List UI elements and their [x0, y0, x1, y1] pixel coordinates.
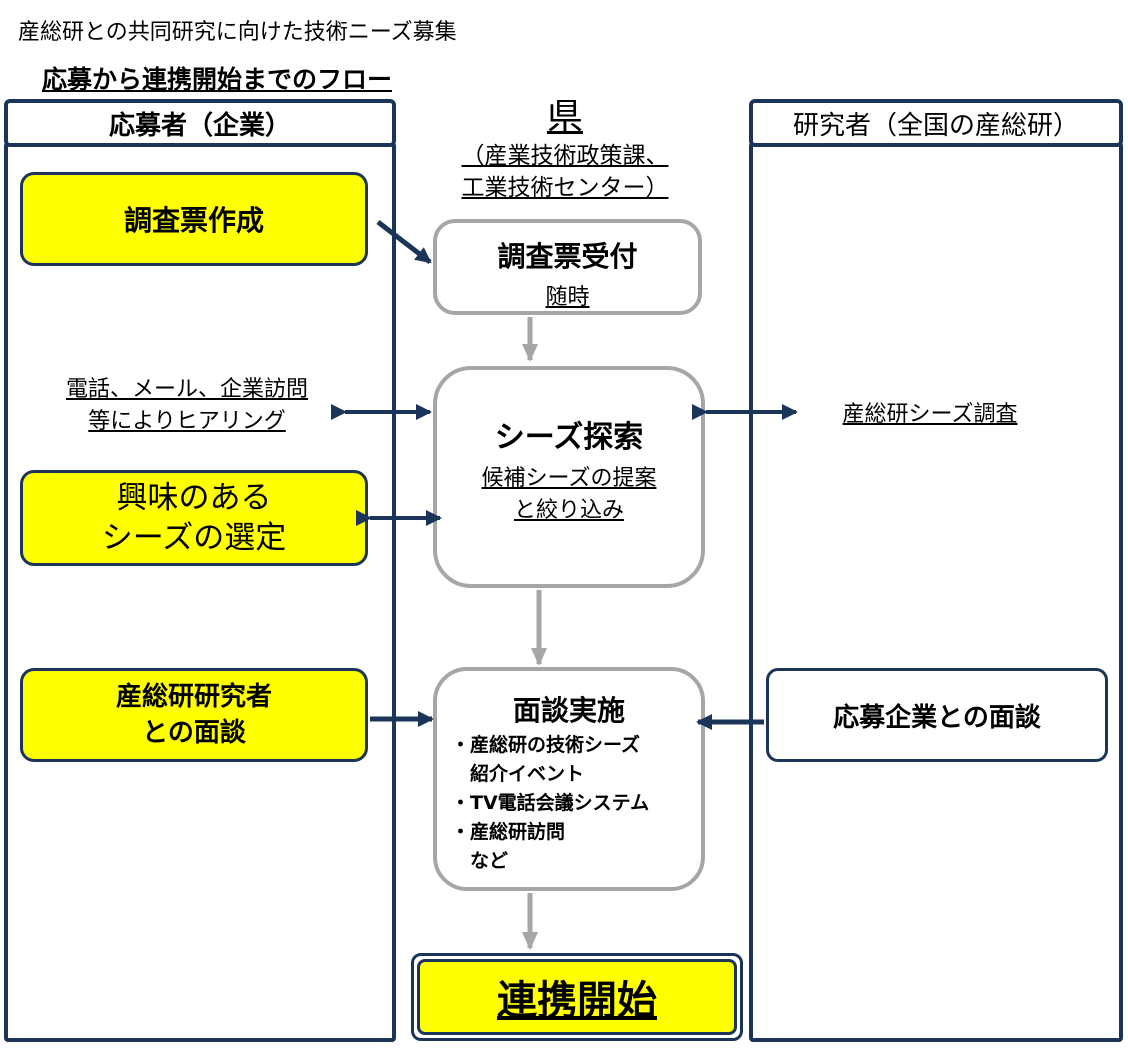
survey-receipt-title: 調査票受付 — [497, 240, 638, 273]
meeting-box: 面談実施 ・産総研の技術シーズ 紹介イベント ・TV電話会議システム ・産総研訪… — [433, 667, 705, 891]
meeting-method-item: ・産総研の技術シーズ — [451, 734, 641, 756]
collaboration-start-outer — [411, 953, 743, 1041]
seed-exploration-sub1: 候補シーズの提案 — [481, 466, 657, 491]
prefecture-title: 県 — [546, 97, 583, 138]
seed-selection-box: 興味のある シーズの選定 — [20, 470, 368, 566]
survey-receipt-box: 調査票受付 随時 — [433, 219, 702, 315]
meeting-title: 面談実施 — [512, 694, 625, 727]
prefecture-lane-header: 県 （産業技術政策課、 工業技術センター） — [440, 96, 690, 204]
survey-creation-box: 調査票作成 — [20, 172, 368, 266]
page-title: 産総研との共同研究に向けた技術ニーズ募集 — [18, 20, 457, 45]
seed-selection-line1: 興味のある — [116, 480, 272, 516]
seed-exploration-sub2: と絞り込み — [513, 498, 624, 523]
aist-meeting-box: 産総研研究者 との面談 — [20, 668, 368, 762]
seed-selection-line2: シーズの選定 — [101, 520, 287, 556]
meeting-method-item: ・TV電話会議システム — [451, 792, 650, 814]
hearing-note: 電話、メール、企業訪問 等によりヒアリング — [65, 377, 308, 434]
aist-seed-survey-note: 産総研シーズ調査 — [842, 402, 1018, 427]
meeting-methods-list: ・産総研の技術シーズ 紹介イベント ・TV電話会議システム ・産総研訪問 など — [437, 731, 701, 876]
flow-title: 応募から連携開始までのフロー — [42, 65, 393, 94]
researcher-lane-header: 研究者（全国の産総研） — [749, 99, 1123, 147]
collaboration-start-box: 連携開始 — [417, 959, 737, 1035]
prefecture-sub-2: 工業技術センター） — [461, 175, 669, 201]
meeting-method-item: など — [451, 850, 509, 872]
arrow-survey-to-receipt — [376, 220, 432, 264]
survey-receipt-sub: 随時 — [545, 285, 590, 310]
applicant-lane-header: 応募者（企業） — [4, 99, 396, 147]
company-meeting-box: 応募企業との面談 — [766, 668, 1108, 762]
meeting-method-item: ・産総研訪問 — [451, 821, 566, 843]
seed-exploration-box: シーズ探索 候補シーズの提案 と絞り込み — [433, 366, 705, 588]
collaboration-start-label: 連携開始 — [497, 978, 657, 1024]
meeting-method-item: 紹介イベント — [451, 763, 585, 785]
prefecture-sub-1: （産業技術政策課、 — [461, 143, 669, 169]
seed-exploration-title: シーズ探索 — [494, 420, 644, 455]
